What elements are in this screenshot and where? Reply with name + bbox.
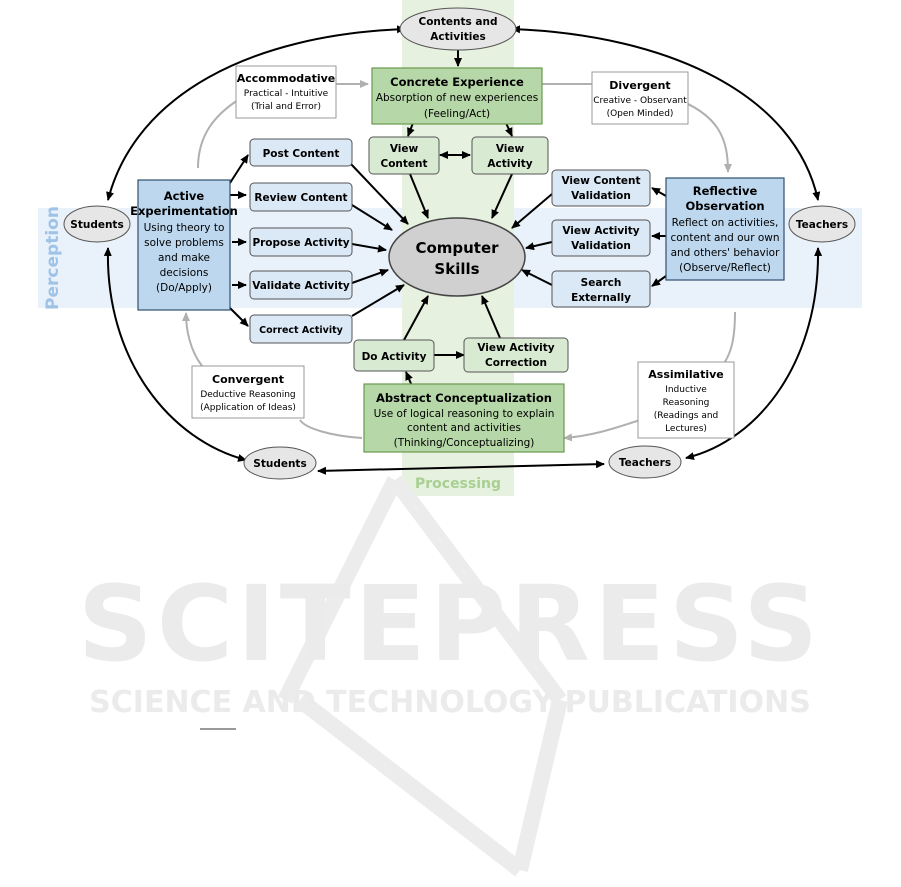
svg-text:Students: Students xyxy=(253,458,306,470)
svg-text:Activity: Activity xyxy=(487,158,532,170)
svg-text:Skills: Skills xyxy=(434,260,479,278)
svg-text:Review Content: Review Content xyxy=(254,192,347,204)
svg-text:View: View xyxy=(390,143,419,155)
watermark-subtitle: SCIENCE AND TECHNOLOGY PUBLICATIONS xyxy=(89,685,811,720)
svg-text:Lectures): Lectures) xyxy=(665,424,707,434)
svg-text:Using theory to: Using theory to xyxy=(144,222,225,234)
svg-text:Contents and: Contents and xyxy=(418,16,497,28)
svg-text:Active: Active xyxy=(164,189,205,203)
svg-text:Externally: Externally xyxy=(571,292,631,304)
svg-text:(Readings and: (Readings and xyxy=(654,411,719,421)
teachers-bottom-node: Teachers xyxy=(608,445,682,479)
computer-skills-node: Computer Skills xyxy=(388,217,526,297)
validate-activity-box: Validate Activity xyxy=(249,270,353,300)
svg-text:(Observe/Reflect): (Observe/Reflect) xyxy=(679,262,771,274)
svg-text:and others' behavior: and others' behavior xyxy=(671,247,781,259)
reflective-observation-box: Reflective Observation Reflect on activi… xyxy=(665,177,785,281)
svg-text:View Content: View Content xyxy=(561,175,640,187)
watermark-title: SCITEPRESS xyxy=(78,563,822,685)
svg-text:(Do/Apply): (Do/Apply) xyxy=(156,282,212,294)
svg-text:Concrete Experience: Concrete Experience xyxy=(390,75,524,89)
svg-text:View: View xyxy=(496,143,525,155)
concrete-experience-box: Concrete Experience Absorption of new ex… xyxy=(371,67,543,125)
assimilative-style-box: Assimilative Inductive Reasoning (Readin… xyxy=(637,361,735,439)
svg-text:(Open Minded): (Open Minded) xyxy=(607,109,674,119)
svg-text:content and activities: content and activities xyxy=(407,422,521,434)
svg-text:Validate Activity: Validate Activity xyxy=(252,280,350,292)
search-externally-box: Search Externally xyxy=(551,270,651,308)
perception-label: Perception xyxy=(43,206,63,310)
post-content-box: Post Content xyxy=(249,138,353,167)
svg-text:Teachers: Teachers xyxy=(796,219,848,231)
divergent-style-box: Divergent Creative - Observant (Open Min… xyxy=(591,71,689,125)
svg-text:Activities: Activities xyxy=(430,31,485,43)
svg-text:solve problems: solve problems xyxy=(144,237,224,249)
view-content-validation-box: View Content Validation xyxy=(551,169,651,207)
students-left-node: Students xyxy=(63,205,131,243)
view-content-box: View Content xyxy=(368,136,440,175)
svg-text:Search: Search xyxy=(581,277,622,289)
svg-text:Correct Activity: Correct Activity xyxy=(259,325,344,336)
svg-text:Assimilative: Assimilative xyxy=(648,368,723,381)
view-activity-box: View Activity xyxy=(471,136,549,175)
svg-text:Accommodative: Accommodative xyxy=(237,72,336,85)
abstract-conceptualization-box: Abstract Conceptualization Use of logica… xyxy=(363,383,565,453)
students-bottom-node: Students xyxy=(243,446,317,480)
svg-text:Reflect on activities,: Reflect on activities, xyxy=(672,217,779,229)
watermark: SCITEPRESS SCIENCE AND TECHNOLOGY PUBLIC… xyxy=(78,475,822,877)
svg-text:Students: Students xyxy=(70,219,123,231)
view-activity-validation-box: View Activity Validation xyxy=(551,219,651,257)
svg-text:content and our own: content and our own xyxy=(670,232,779,244)
teachers-right-node: Teachers xyxy=(788,205,856,243)
review-content-box: Review Content xyxy=(249,182,353,212)
svg-text:Convergent: Convergent xyxy=(212,373,284,386)
svg-text:Abstract Conceptualization: Abstract Conceptualization xyxy=(376,391,552,405)
svg-text:Reasoning: Reasoning xyxy=(663,398,710,408)
outer-arrows xyxy=(103,25,823,475)
svg-text:Correction: Correction xyxy=(485,357,547,369)
svg-text:View Activity: View Activity xyxy=(477,342,554,354)
active-experimentation-box: Active Experimentation Using theory to s… xyxy=(130,179,238,311)
svg-text:(Feeling/Act): (Feeling/Act) xyxy=(424,108,490,120)
svg-text:Creative - Observant: Creative - Observant xyxy=(593,96,687,106)
svg-text:Inductive: Inductive xyxy=(665,385,707,395)
convergent-style-box: Convergent Deductive Reasoning (Applicat… xyxy=(191,365,305,419)
svg-text:Observation: Observation xyxy=(685,199,764,213)
svg-text:Use of logical reasoning to ex: Use of logical reasoning to explain xyxy=(374,408,555,420)
contents-and-activities-node: Contents and Activities xyxy=(399,7,517,51)
svg-text:Teachers: Teachers xyxy=(619,457,671,469)
svg-text:Divergent: Divergent xyxy=(609,79,670,92)
svg-text:Validation: Validation xyxy=(571,240,631,252)
processing-label: Processing xyxy=(415,476,501,492)
svg-text:Experimentation: Experimentation xyxy=(130,204,238,218)
correct-activity-box: Correct Activity xyxy=(249,314,353,344)
svg-text:Propose Activity: Propose Activity xyxy=(252,237,349,249)
svg-text:Reflective: Reflective xyxy=(693,184,758,198)
svg-text:and make: and make xyxy=(158,252,210,264)
svg-text:(Thinking/Conceptualizing): (Thinking/Conceptualizing) xyxy=(394,437,535,449)
svg-text:decisions: decisions xyxy=(160,267,209,279)
svg-text:Post Content: Post Content xyxy=(263,148,340,160)
svg-text:Do Activity: Do Activity xyxy=(362,351,427,363)
accommodative-style-box: Accommodative Practical - Intuitive (Tri… xyxy=(235,65,337,119)
svg-text:Content: Content xyxy=(380,158,427,170)
svg-text:Computer: Computer xyxy=(415,239,499,257)
svg-text:View Activity: View Activity xyxy=(562,225,639,237)
propose-activity-box: Propose Activity xyxy=(249,227,353,257)
svg-text:Deductive Reasoning: Deductive Reasoning xyxy=(200,390,295,400)
svg-text:Practical - Intuitive: Practical - Intuitive xyxy=(244,89,329,99)
view-activity-correction-box: View Activity Correction xyxy=(463,337,569,373)
spoke-arrows xyxy=(229,109,667,387)
svg-text:(Trial and Error): (Trial and Error) xyxy=(251,102,321,112)
svg-text:Absorption of new experiences: Absorption of new experiences xyxy=(376,92,538,104)
svg-text:Validation: Validation xyxy=(571,190,631,202)
do-activity-box: Do Activity xyxy=(353,339,435,372)
svg-text:(Application of Ideas): (Application of Ideas) xyxy=(200,403,296,413)
